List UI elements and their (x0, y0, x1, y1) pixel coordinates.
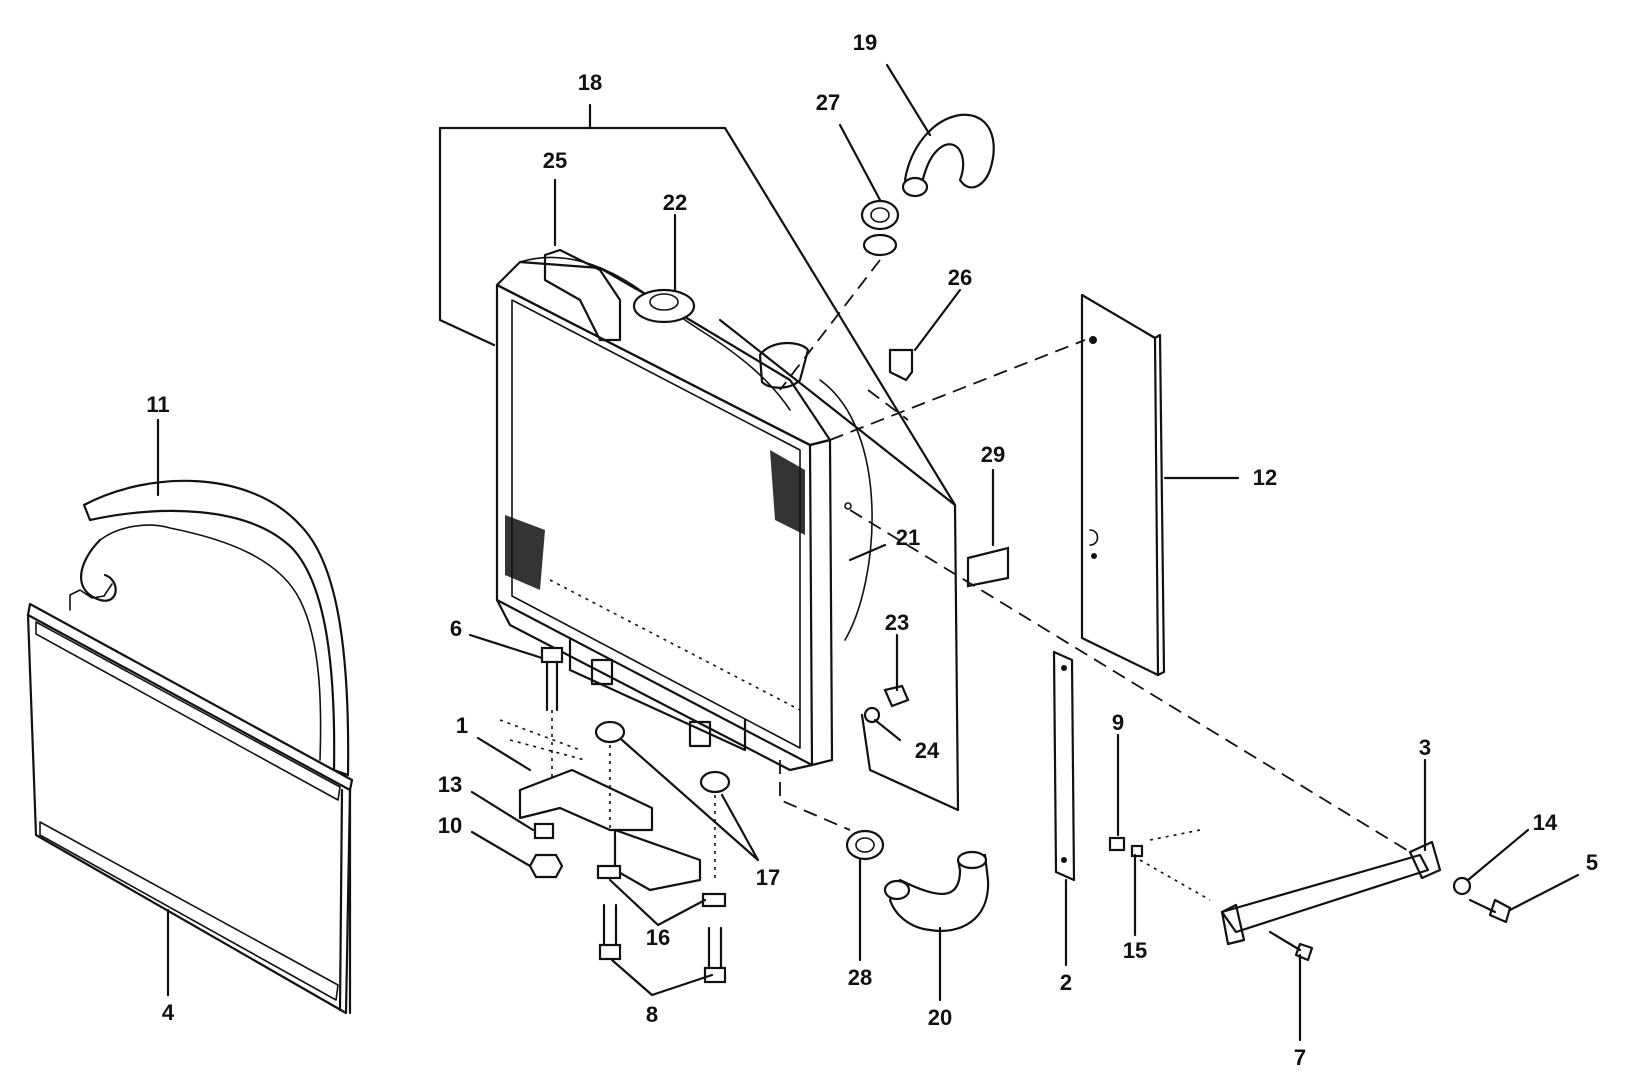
support-rod-part (1220, 840, 1442, 946)
callout-15: 15 (1123, 938, 1147, 963)
callout-labels: 1 2 3 4 5 6 7 8 9 10 11 12 13 14 15 16 1… (146, 30, 1598, 1070)
callout-27: 27 (816, 90, 840, 115)
small-parts-group (863, 348, 1010, 724)
upper-hose-part (779, 113, 995, 391)
callout-14: 14 (1533, 810, 1558, 835)
callout-29: 29 (981, 442, 1005, 467)
callout-28: 28 (848, 965, 872, 990)
callout-25: 25 (543, 148, 567, 173)
callout-24: 24 (915, 738, 940, 763)
fan-shroud-part (718, 318, 960, 812)
narrow-bracket-part (1052, 650, 1076, 882)
alignment-lines (829, 339, 1411, 853)
callout-4: 4 (162, 1000, 175, 1025)
fastener-group-right (1108, 829, 1512, 962)
callout-12: 12 (1253, 465, 1277, 490)
callout-2: 2 (1060, 970, 1072, 995)
callout-18: 18 (578, 70, 602, 95)
callout-23: 23 (885, 610, 909, 635)
side-baffle-part (1080, 293, 1166, 677)
callout-16: 16 (646, 925, 670, 950)
callout-19: 19 (853, 30, 877, 55)
callout-7: 7 (1294, 1045, 1306, 1070)
callout-8: 8 (646, 1002, 658, 1027)
lower-hose-part (779, 760, 990, 932)
callout-21: 21 (896, 525, 920, 550)
mounting-bracket-part (499, 646, 731, 984)
leader-lines (156, 63, 1580, 1042)
callout-22: 22 (663, 190, 687, 215)
callout-26: 26 (948, 265, 972, 290)
grille-screen-part (26, 583, 354, 1015)
callout-20: 20 (928, 1005, 952, 1030)
callout-13: 13 (438, 772, 462, 797)
callout-11: 11 (146, 392, 169, 417)
grille-molding-part (80, 479, 350, 777)
callout-10: 10 (438, 813, 462, 838)
callout-17: 17 (756, 865, 780, 890)
callout-6: 6 (450, 616, 462, 641)
callout-5: 5 (1586, 850, 1598, 875)
radiator-core-part (495, 248, 834, 772)
callout-1: 1 (456, 713, 468, 738)
callout-3: 3 (1419, 735, 1431, 760)
callout-9: 9 (1112, 710, 1124, 735)
